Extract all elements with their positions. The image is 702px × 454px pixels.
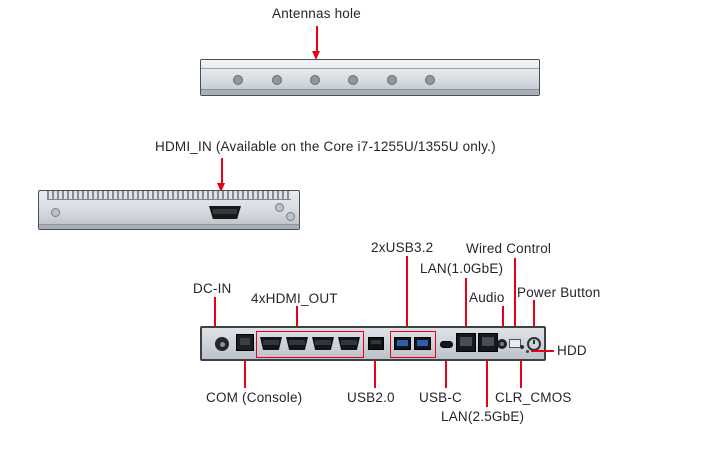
hdd-label: HDD	[557, 343, 587, 358]
usb2-label: USB2.0	[347, 390, 395, 405]
antenna-hole	[310, 75, 320, 85]
lan-25gbe-label: LAN(2.5GbE)	[441, 409, 525, 424]
hdmi-out-label: 4xHDMI_OUT	[251, 291, 338, 306]
screw-icon	[286, 212, 295, 221]
screw-icon	[275, 203, 284, 212]
hdmi-out-port	[286, 337, 308, 350]
usb3-group-highlight	[390, 331, 436, 358]
top-antenna-panel	[200, 59, 540, 96]
antenna-hole	[425, 75, 435, 85]
panel-bottom-edge	[39, 224, 299, 229]
wired-control-leader-line	[514, 258, 516, 338]
dc-in-label: DC-IN	[193, 281, 232, 296]
antenna-hole	[233, 75, 243, 85]
dc-in-jack	[215, 337, 229, 351]
hdmi-out-group-highlight	[256, 331, 364, 358]
power-button-label: Power Button	[517, 285, 601, 300]
audio-label: Audio	[469, 290, 505, 305]
antennas-hole-label: Antennas hole	[272, 6, 361, 21]
antenna-hole	[387, 75, 397, 85]
hdd-led	[526, 350, 529, 353]
antenna-hole	[272, 75, 282, 85]
lan-port-25gbe	[478, 333, 498, 352]
wired-control-port	[509, 339, 521, 348]
usb2-leader-line	[374, 361, 376, 388]
side-hdmi-in-panel	[38, 190, 300, 230]
usb32-leader-line	[406, 256, 408, 331]
hdmi-in-label: HDMI_IN (Available on the Core i7-1255U/…	[155, 139, 496, 154]
dc-in-leader-line	[214, 297, 216, 332]
hdmi-in-arrowhead-icon	[217, 183, 225, 192]
clr-cmos-pinhole	[520, 345, 524, 349]
power-button-leader-line	[533, 300, 535, 329]
power-button	[527, 337, 541, 351]
audio-leader-line	[502, 306, 504, 339]
hdd-leader-line	[531, 350, 554, 352]
lan-port-1gbe	[456, 333, 476, 352]
heatsink-fins	[47, 191, 291, 200]
hdmi-out-leader-line	[296, 306, 298, 331]
usb-c-label: USB-C	[419, 390, 463, 405]
lan-25gbe-leader-line	[486, 361, 488, 407]
hdmi-in-leader-line	[221, 158, 223, 184]
com-leader-line	[244, 361, 246, 388]
hdmi-out-port	[338, 337, 360, 350]
rear-io-panel	[200, 326, 546, 361]
antennas-hole-leader-line	[316, 26, 318, 52]
antenna-hole	[348, 75, 358, 85]
usb-c-port	[440, 341, 453, 348]
wired-control-label: Wired Control	[466, 241, 552, 256]
hdmi-out-port	[312, 337, 334, 350]
usb3-port	[394, 337, 411, 350]
screw-icon	[51, 208, 60, 217]
lan-1gbe-label: LAN(1.0GbE)	[420, 261, 504, 276]
hdmi-out-port	[260, 337, 282, 350]
panel-bottom-edge	[201, 89, 539, 95]
usb2-port	[368, 337, 384, 350]
com-console-label: COM (Console)	[206, 390, 303, 405]
clr-cmos-label: CLR_CMOS	[495, 390, 572, 405]
antennas-hole-arrowhead-icon	[312, 51, 320, 60]
lan-1gbe-leader-line	[465, 278, 467, 333]
usb32-label: 2xUSB3.2	[371, 240, 434, 255]
usb3-port	[414, 337, 431, 350]
clr-cmos-leader-line	[520, 361, 522, 388]
hdmi-in-port	[209, 206, 241, 219]
panel-edge	[201, 68, 539, 69]
audio-jack	[497, 339, 507, 349]
usb-c-leader-line	[445, 361, 447, 388]
com-console-port	[236, 334, 254, 351]
